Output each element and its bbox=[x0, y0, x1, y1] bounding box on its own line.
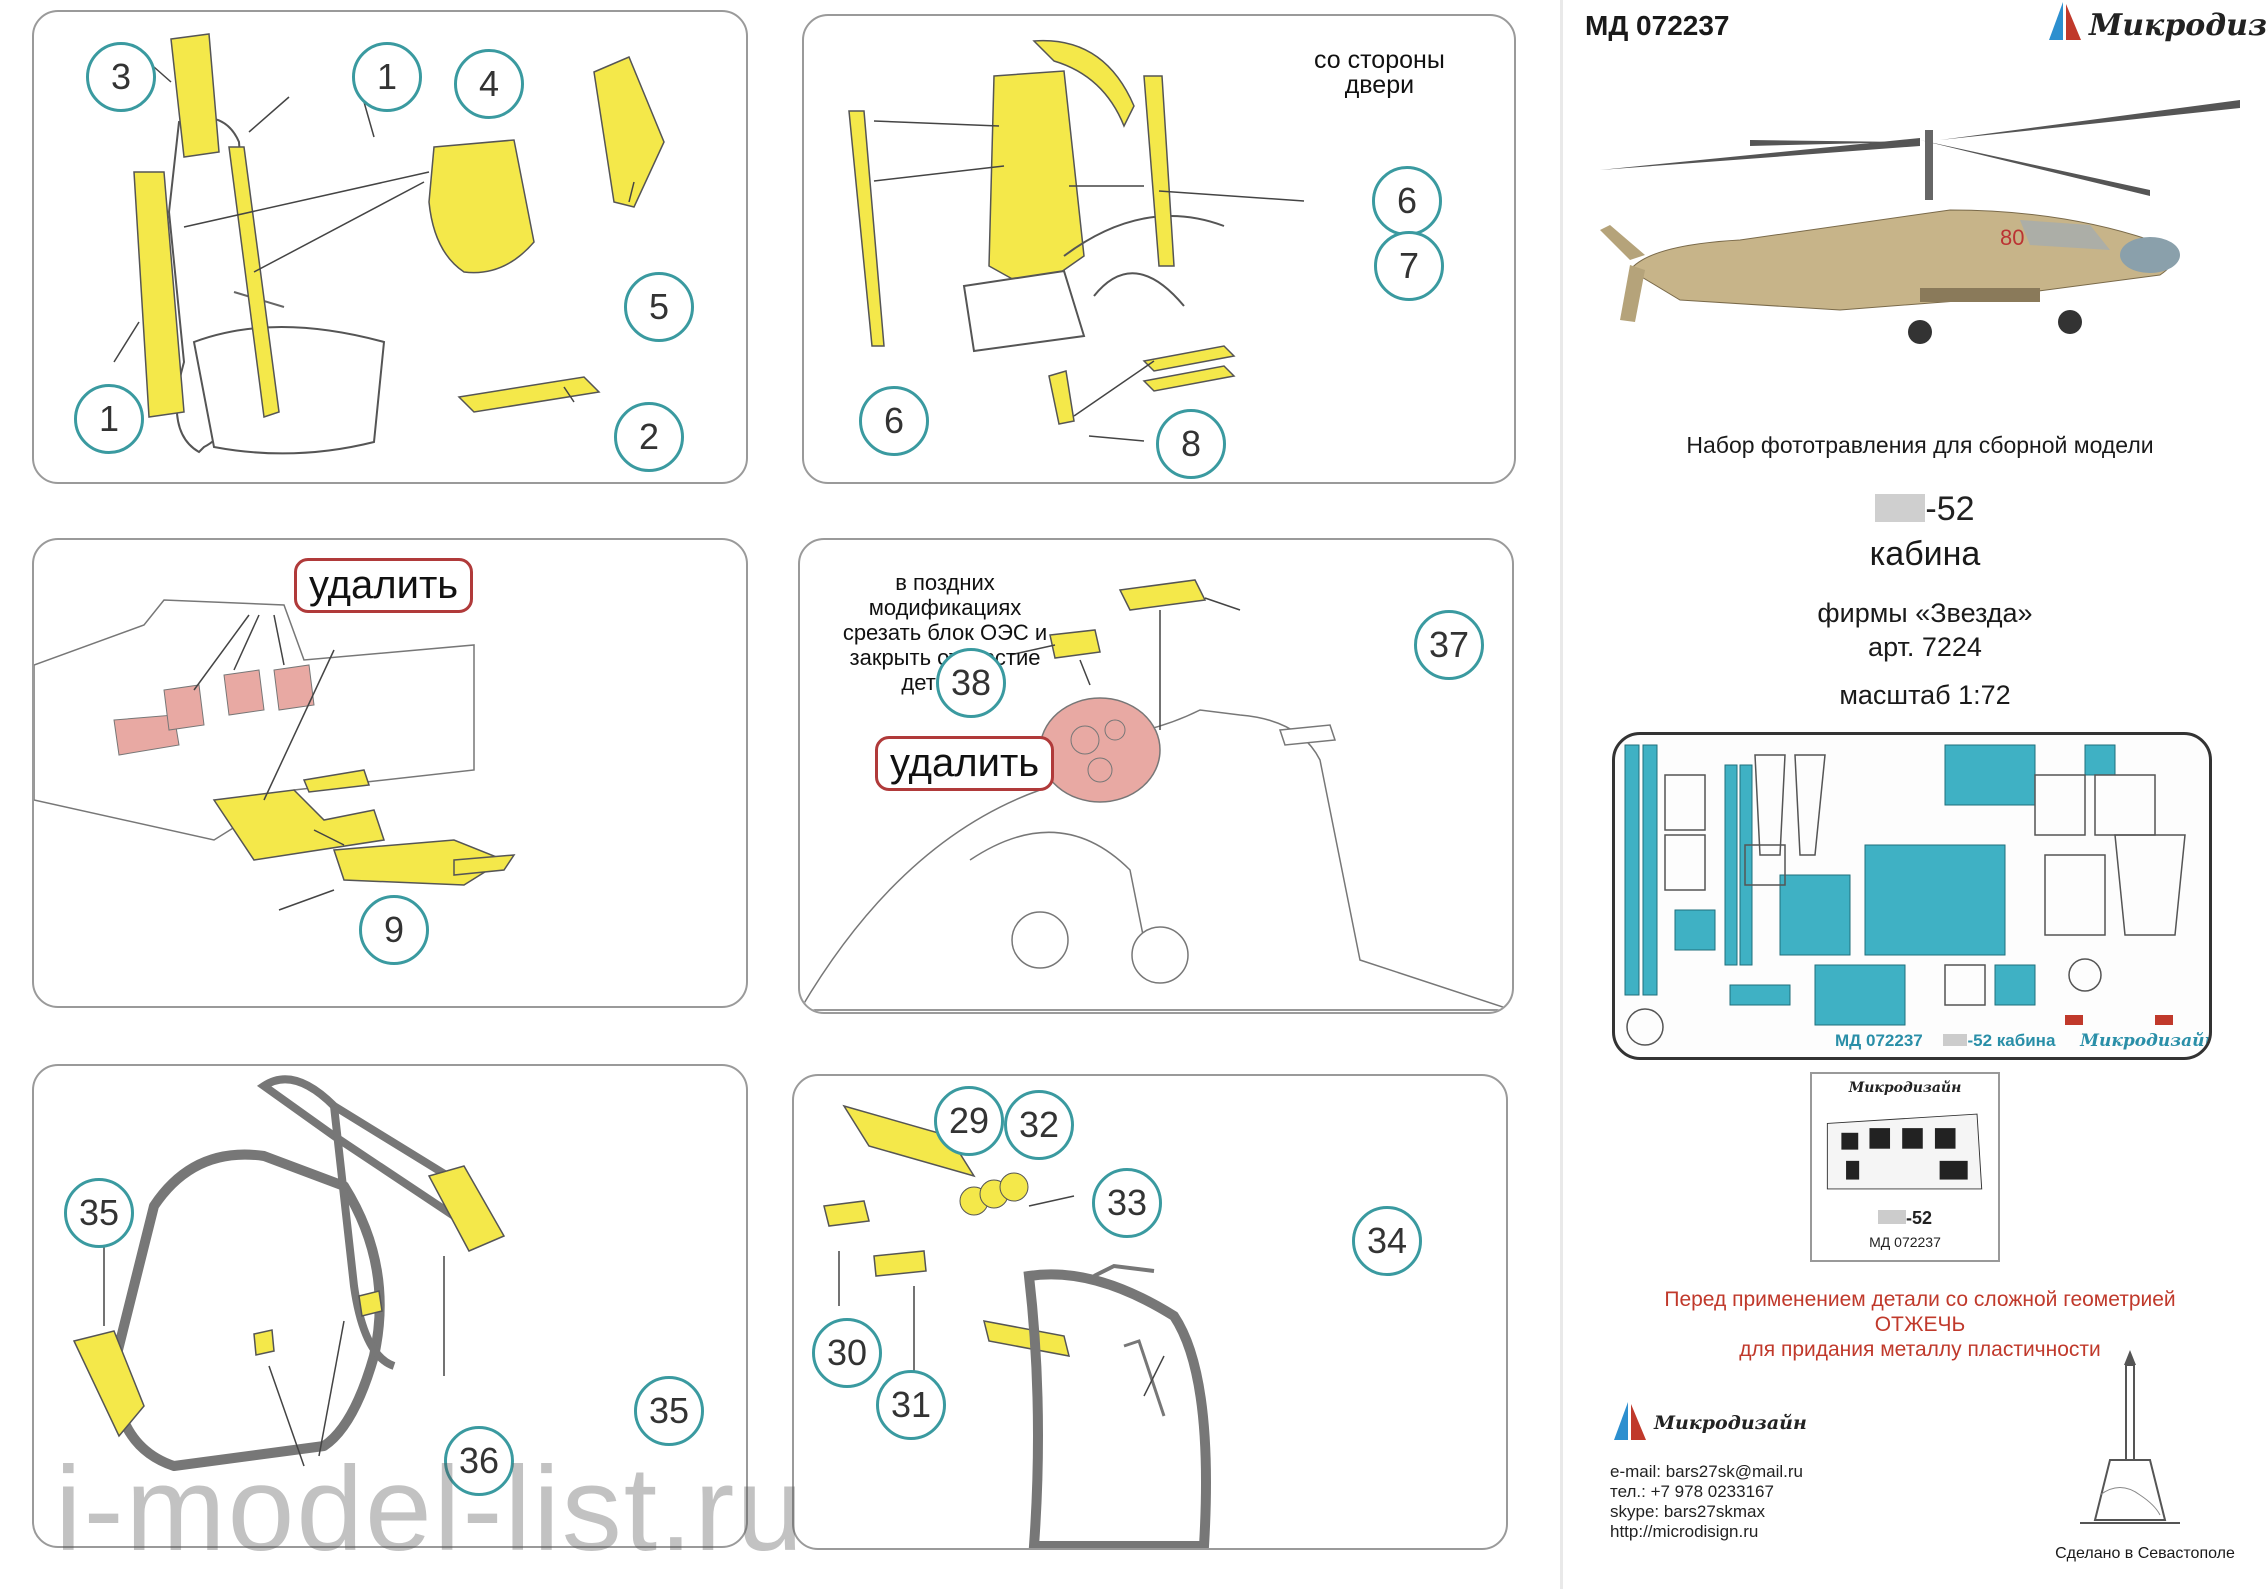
oes-drawing bbox=[800, 579, 1512, 1011]
callout-32: 32 bbox=[1004, 1090, 1074, 1160]
model-name-blur bbox=[1875, 494, 1926, 522]
panel-frame-step: 35 35 36 bbox=[32, 1064, 748, 1548]
frame-drawing bbox=[72, 1075, 506, 1471]
decal-model: -52 bbox=[1812, 1208, 1998, 1229]
door-side-note: со стороны двери bbox=[1314, 46, 1445, 99]
remove-label: удалить bbox=[294, 558, 474, 613]
callout-36: 36 bbox=[444, 1426, 514, 1496]
canopy-parts-drawing bbox=[823, 1104, 1211, 1548]
decal-panels bbox=[1826, 1113, 1983, 1190]
panel-seat-step: 3 1 4 5 1 2 bbox=[32, 10, 748, 484]
made-in-label: Сделано в Севастополе bbox=[2055, 1545, 2235, 1562]
callout-37: 37 bbox=[1414, 610, 1484, 680]
callout-3: 3 bbox=[86, 42, 156, 112]
panel-canopy-parts-step: 29 32 33 30 31 34 bbox=[792, 1074, 1508, 1550]
sail-logo-icon bbox=[1614, 1402, 1646, 1440]
kit-code: МД 072237 bbox=[1585, 10, 1730, 41]
remove-label: удалить bbox=[875, 736, 1055, 791]
callout-7: 7 bbox=[1374, 231, 1444, 301]
callout-6-right: 6 bbox=[1372, 166, 1442, 236]
callout-8: 8 bbox=[1156, 409, 1226, 479]
warning-line-1: Перед применением детали со сложной геом… bbox=[1664, 1288, 2176, 1311]
site-watermark: i-model-list.ru bbox=[55, 1442, 806, 1576]
article-number: арт. 7224 bbox=[1868, 632, 1982, 662]
fret-name-blur bbox=[1943, 1034, 1968, 1046]
callout-30: 30 bbox=[812, 1318, 882, 1388]
panel-belts-step: со стороны двери 6 7 6 8 bbox=[802, 14, 1516, 484]
fret-parts-layout bbox=[1624, 744, 2186, 1046]
contact-phone: тел.: +7 978 0233167 bbox=[1610, 1482, 1774, 1501]
fret-caption: МД 072237 -52 кабина Микродизайн bbox=[1835, 1031, 2212, 1051]
callout-4: 4 bbox=[454, 49, 524, 119]
callout-34: 34 bbox=[1352, 1206, 1422, 1276]
warning-line-3: для придания металлу пластичности bbox=[1739, 1338, 2101, 1361]
fret-sheet: МД 072237 -52 кабина Микродизайн bbox=[1612, 732, 2212, 1060]
panel-floor-step: удалить 9 bbox=[32, 538, 748, 1008]
callout-1-bottom: 1 bbox=[74, 384, 144, 454]
callout-33: 33 bbox=[1092, 1168, 1162, 1238]
decal-code: МД 072237 bbox=[1869, 1234, 1941, 1250]
sail-logo-icon bbox=[2049, 2, 2081, 40]
sevastopol-monument-icon bbox=[2080, 1350, 2180, 1524]
seat-drawing bbox=[113, 33, 665, 455]
callout-31: 31 bbox=[876, 1370, 946, 1440]
model-line: -52 bbox=[1810, 490, 2040, 529]
helicopter-photo: 80 bbox=[1600, 100, 2240, 344]
decal-brand: Микродизайн bbox=[1848, 1080, 1962, 1096]
contact-logo: Микродизайн bbox=[1610, 1400, 1810, 1460]
set-subtitle: Набор фототравления для сборной модели bbox=[1686, 432, 2154, 458]
decal-sheet: Микродизайн -52 МД 072237 bbox=[1810, 1072, 2000, 1262]
callout-5: 5 bbox=[624, 272, 694, 342]
callout-2: 2 bbox=[614, 402, 684, 472]
page-fold bbox=[1560, 0, 1563, 1589]
callout-35-right: 35 bbox=[634, 1376, 704, 1446]
callout-38: 38 bbox=[936, 648, 1006, 718]
callout-6-left: 6 bbox=[859, 386, 929, 456]
panel-oes-step: в поздних модификациях срезать блок ОЭС … bbox=[798, 538, 1514, 1014]
callout-9: 9 bbox=[359, 895, 429, 965]
floor-drawing bbox=[34, 599, 516, 911]
brand-logo: Микродизайн bbox=[2045, 0, 2268, 50]
callout-1-top: 1 bbox=[352, 42, 422, 112]
contact-site[interactable]: http://microdisign.ru bbox=[1610, 1522, 1759, 1541]
scale-label: масштаб 1:72 bbox=[1839, 680, 2011, 710]
svg-text:80: 80 bbox=[2000, 225, 2024, 250]
callout-35-left: 35 bbox=[64, 1178, 134, 1248]
belts-drawing bbox=[848, 39, 1305, 442]
contact-skype: skype: bars27skmax bbox=[1610, 1502, 1765, 1521]
maker-name: фирмы «Звезда» bbox=[1817, 598, 2033, 628]
contact-email[interactable]: e-mail: bars27sk@mail.ru bbox=[1610, 1462, 1803, 1481]
warning-line-2: ОТЖЕЧЬ bbox=[1874, 1313, 1966, 1336]
callout-29: 29 bbox=[934, 1086, 1004, 1156]
part-name: кабина bbox=[1869, 535, 1981, 573]
